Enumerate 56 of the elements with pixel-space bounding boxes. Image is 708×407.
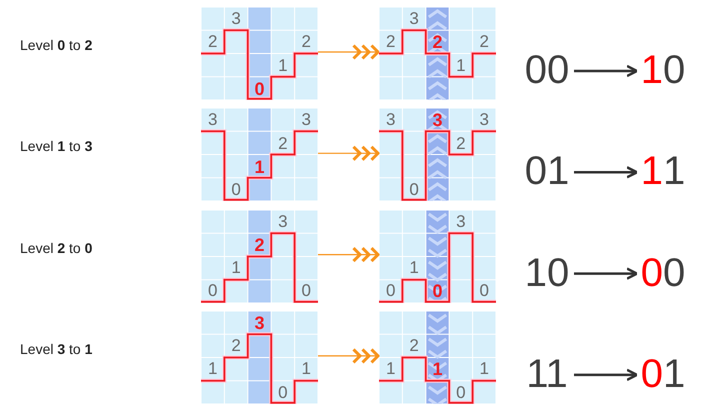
level-transition-label: Level 0 to 2 <box>20 38 92 52</box>
binary-code: 01 <box>522 147 572 196</box>
level-number: 3 <box>300 111 312 128</box>
arrow <box>574 267 638 280</box>
level-number: 3 <box>431 111 444 130</box>
level-number: 1 <box>455 56 467 74</box>
level-number: 0 <box>300 282 312 300</box>
level-number: 0 <box>478 282 490 300</box>
binary-code: 01 <box>638 350 688 398</box>
level-number: 1 <box>253 158 266 176</box>
level-number: 1 <box>230 259 242 276</box>
level-number: 2 <box>300 33 312 50</box>
level-number: 0 <box>230 181 242 198</box>
level-transition-label: Level 2 to 0 <box>20 240 92 255</box>
binary-code: 11 <box>638 147 688 196</box>
arrow <box>574 368 638 382</box>
level-number: 2 <box>253 236 266 254</box>
level-number: 0 <box>206 282 218 300</box>
level-number: 2 <box>277 134 289 152</box>
level-transition-label: Level 3 to 1 <box>20 342 92 356</box>
arrow <box>574 64 638 78</box>
level-number: 2 <box>408 337 420 354</box>
level-number: 2 <box>384 33 396 50</box>
level-number: 1 <box>478 360 490 378</box>
binary-code: 11 <box>522 350 572 398</box>
level-number: 3 <box>455 212 467 230</box>
binary-code: 00 <box>638 248 688 297</box>
level-number: 1 <box>206 360 218 378</box>
level-number: 3 <box>384 111 396 128</box>
binary-code: 00 <box>522 46 572 94</box>
level-number: 1 <box>300 360 312 378</box>
level-number: 3 <box>408 10 420 27</box>
level-number: 3 <box>230 10 242 27</box>
level-transition-label: Level 1 to 3 <box>20 139 92 154</box>
level-number: 1 <box>408 259 420 276</box>
level-number: 3 <box>277 212 289 230</box>
level-number: 0 <box>277 384 289 401</box>
level-number: 3 <box>478 111 490 128</box>
level-number: 1 <box>384 360 396 378</box>
binary-code: 10 <box>522 248 572 297</box>
level-number: 3 <box>206 111 218 128</box>
level-number: 2 <box>478 33 490 50</box>
level-number: 0 <box>384 282 396 300</box>
level-number: 2 <box>230 337 242 354</box>
level-number: 0 <box>253 80 266 98</box>
binary-code: 10 <box>638 46 688 94</box>
arrow <box>574 166 638 179</box>
level-number: 1 <box>277 56 289 74</box>
level-number: 3 <box>253 314 266 332</box>
level-number: 1 <box>431 360 444 378</box>
level-number: 2 <box>206 33 218 50</box>
level-number: 0 <box>408 181 420 198</box>
level-number: 2 <box>431 33 444 52</box>
level-number: 0 <box>431 282 444 300</box>
level-number: 2 <box>455 134 467 152</box>
level-number: 0 <box>455 384 467 401</box>
